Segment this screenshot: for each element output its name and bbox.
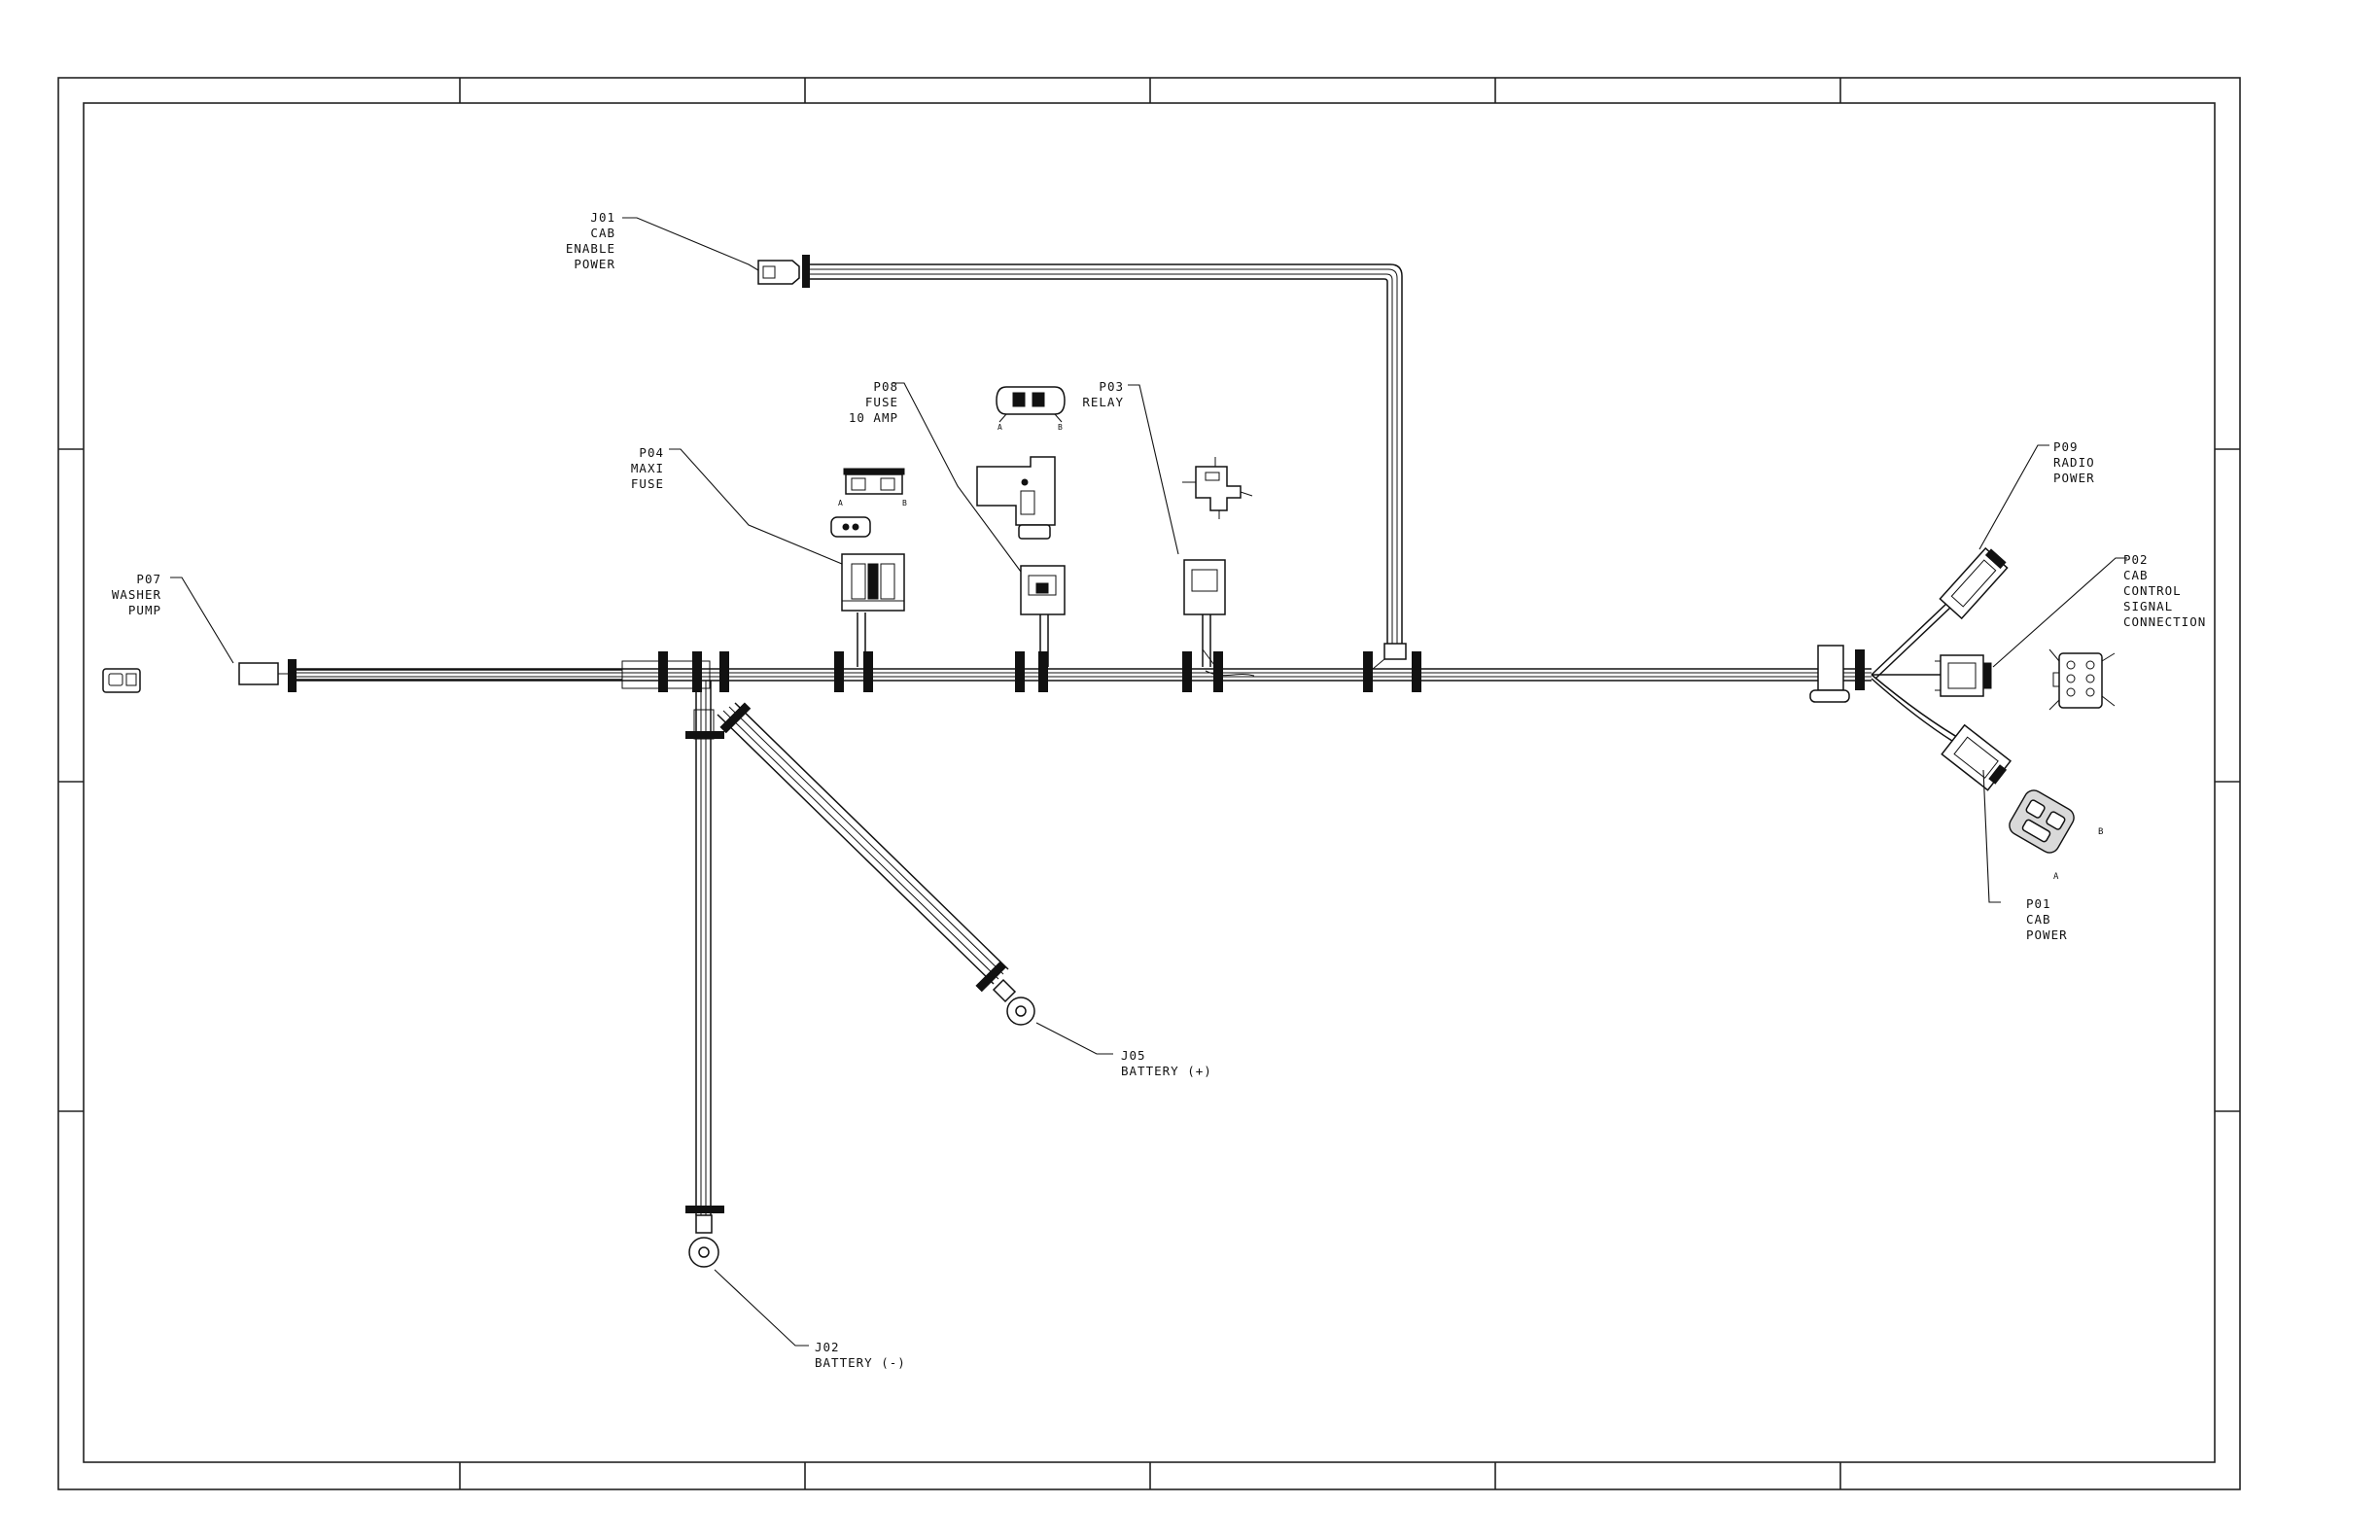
j02-terminal [689,1215,718,1267]
p09-connector [1940,546,2009,618]
label-p08-line1: P08 [873,379,898,394]
label-p08-line3: 10 AMP [849,410,898,425]
label-p07-line1: P07 [136,572,161,586]
pin-label-p01-a: A [2053,872,2059,882]
p07-mating-view [103,669,140,692]
label-p03: P03 RELAY [1082,379,1124,409]
label-p02-line4: SIGNAL [2123,599,2173,613]
label-j01-line3: ENABLE [566,241,615,256]
label-p01-line1: P01 [2026,896,2051,911]
label-j02: J02 BATTERY (-) [815,1340,906,1370]
label-j05-line1: J05 [1121,1048,1146,1063]
label-p07: P07 WASHER PUMP [112,572,161,617]
p02-mating-view [2049,649,2115,710]
pin-label-p01-b: B [2098,827,2104,837]
label-p07-line2: WASHER [112,587,161,602]
p01-connector [1942,725,2012,791]
label-p04-line3: FUSE [631,476,664,491]
label-p09-line3: POWER [2053,471,2095,485]
label-p02-line1: P02 [2123,552,2149,567]
pin-label-p04-a: A [838,499,844,508]
drawing-frame [58,78,2240,1489]
label-p04-line2: MAXI [631,461,664,475]
label-j05-line2: BATTERY (+) [1121,1064,1212,1078]
label-p02-line5: CONNECTION [2123,614,2206,629]
p02-connector [1935,655,1991,696]
label-p08: P08 FUSE 10 AMP [849,379,898,425]
label-p02-line2: CAB [2123,568,2149,582]
label-p08-line2: FUSE [865,395,898,409]
p08-mating-view [977,387,1065,539]
pin-label-p08-a: A [998,423,1003,432]
main-trunk [292,661,1872,688]
pin-label-p04-b: B [902,499,908,508]
label-p07-line3: PUMP [128,603,161,617]
label-p09-line2: RADIO [2053,455,2095,470]
label-p02: P02 CAB CONTROL SIGNAL CONNECTION [2123,552,2206,629]
p04-connector [842,554,904,611]
p07-connector [239,663,290,684]
label-p09: P09 RADIO POWER [2053,439,2095,485]
label-j01-line2: CAB [590,226,615,240]
label-p01-line2: CAB [2026,912,2051,927]
label-j01: J01 CAB ENABLE POWER [566,210,615,271]
label-p04-line1: P04 [639,445,664,460]
leader-lines [170,218,2127,1346]
label-j01-line4: POWER [574,257,615,271]
p08-connector [1021,566,1065,614]
label-p03-line2: RELAY [1082,395,1124,409]
p03-connector [1184,560,1225,614]
label-j05: J05 BATTERY (+) [1121,1048,1212,1078]
trunk-grommet [1810,646,1849,702]
tie-wraps [288,255,1865,1213]
label-p04: P04 MAXI FUSE [631,445,664,491]
label-p03-line1: P03 [1099,379,1124,394]
p03-mating-view [1182,457,1252,519]
j05-terminal [994,980,1034,1025]
label-j02-line1: J02 [815,1340,840,1354]
label-j02-line2: BATTERY (-) [815,1355,906,1370]
branch-j05 [718,703,1008,984]
label-j01-line1: J01 [590,210,615,225]
branch-p07 [292,670,622,680]
j01-connector [758,261,799,284]
label-p01: P01 CAB POWER [2026,896,2068,942]
label-p09-line1: P09 [2053,439,2079,454]
component-drops [858,612,1217,669]
label-p02-line3: CONTROL [2123,583,2182,598]
label-p01-line3: POWER [2026,928,2068,942]
branch-j02 [694,681,714,1215]
p01-mating-view [2006,787,2077,856]
pin-label-p08-b: B [1058,423,1064,432]
